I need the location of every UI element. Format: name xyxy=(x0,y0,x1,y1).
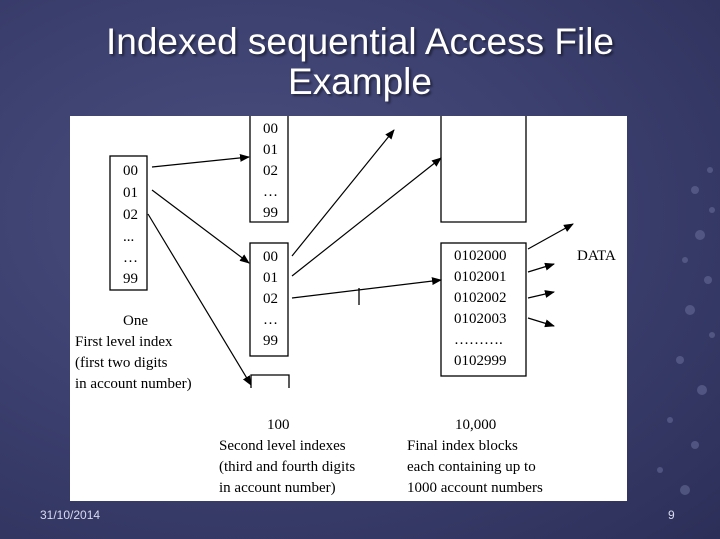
final-block-entry: 0102002 xyxy=(454,290,507,306)
second-level-middle-entry: 02 xyxy=(263,291,278,307)
first-level-caption-line: (first two digits xyxy=(75,355,168,371)
final-block-caption: 10,000 Final index blocks each containin… xyxy=(407,417,543,496)
final-block-entry: 0102003 xyxy=(454,311,507,327)
second-level-top-entry: 99 xyxy=(263,205,278,221)
final-caption-line: each containing up to xyxy=(407,459,536,475)
slide-title-line-1: Indexed sequential Access File xyxy=(105,21,615,62)
first-level-caption-line: First level index xyxy=(75,334,173,350)
index-diagram-svg: 00 01 02 ... … 99 One First level index … xyxy=(75,116,616,496)
slide-title: Indexed sequential Access File Example xyxy=(0,22,720,102)
arrow-second-00-up xyxy=(291,129,395,257)
arrow-final-0102001-to-data xyxy=(527,262,555,273)
final-block-entry: 0102001 xyxy=(454,269,507,285)
second-level-caption-line: 100 xyxy=(267,417,290,433)
slide-title-line-2: Example xyxy=(288,61,432,102)
index-diagram: 00 01 02 ... … 99 One First level index … xyxy=(70,116,627,501)
final-index-block-top xyxy=(440,116,527,223)
data-label: DATA xyxy=(577,248,616,264)
final-index-block-entries: 0102000 0102001 0102002 0102003 ………. 010… xyxy=(454,248,507,369)
final-block-entry: 0102000 xyxy=(454,248,507,264)
second-level-index-box-bottom xyxy=(250,374,290,388)
first-level-entry: ... xyxy=(123,229,134,245)
first-level-entry: … xyxy=(123,250,138,266)
first-level-caption-line: in account number) xyxy=(75,376,192,392)
second-level-top-entries: 00 01 02 … 99 xyxy=(263,121,278,221)
second-level-index-box-middle xyxy=(249,242,289,357)
final-caption-line: 10,000 xyxy=(455,417,496,433)
second-level-middle-entry: 99 xyxy=(263,333,278,349)
second-level-middle-entries: 00 01 02 … 99 xyxy=(263,249,278,349)
arrow-first-02-to-second-bottom xyxy=(147,213,252,386)
final-block-entry: 0102999 xyxy=(454,353,507,369)
second-level-middle-entry: … xyxy=(263,312,278,328)
second-level-top-entry: 02 xyxy=(263,163,278,179)
second-level-top-entry: 01 xyxy=(263,142,278,158)
first-level-entry: 02 xyxy=(123,207,138,223)
slide-date: 31/10/2014 xyxy=(40,508,101,522)
background-dots-decoration xyxy=(657,167,715,495)
first-level-index-box xyxy=(109,155,148,291)
final-index-block xyxy=(440,242,527,377)
first-level-caption: One First level index (first two digits … xyxy=(75,313,192,392)
first-level-index-entries: 00 01 02 ... … 99 xyxy=(123,163,138,287)
second-level-top-entry: … xyxy=(263,184,278,200)
final-block-entry: ………. xyxy=(454,332,503,348)
second-level-middle-entry: 01 xyxy=(263,270,278,286)
first-level-entry: 01 xyxy=(123,185,138,201)
second-level-middle-entry: 00 xyxy=(263,249,278,265)
second-level-top-entry: 00 xyxy=(263,121,278,137)
arrow-second-02-to-final-block xyxy=(291,277,442,299)
arrow-second-01-to-final-top xyxy=(291,157,442,277)
second-level-caption-line: (third and fourth digits xyxy=(219,459,355,475)
second-level-caption: 100 Second level indexes (third and four… xyxy=(219,417,355,496)
first-level-entry: 00 xyxy=(123,163,138,179)
first-level-caption-line: One xyxy=(123,313,148,329)
arrow-first-01-to-second-middle xyxy=(151,189,250,264)
second-level-caption-line: in account number) xyxy=(219,480,336,496)
arrow-final-0102000-to-data xyxy=(527,223,574,250)
second-level-index-box-top xyxy=(249,116,289,223)
final-caption-line: 1000 account numbers xyxy=(407,480,543,496)
first-level-entry: 99 xyxy=(123,271,138,287)
final-caption-line: Final index blocks xyxy=(407,438,518,454)
arrow-final-0102003-to-data xyxy=(527,317,555,328)
second-level-caption-line: Second level indexes xyxy=(219,438,346,454)
arrow-final-0102002-to-data xyxy=(527,290,555,299)
slide-page-number: 9 xyxy=(668,508,675,522)
arrow-first-00-to-second-top xyxy=(151,153,250,168)
